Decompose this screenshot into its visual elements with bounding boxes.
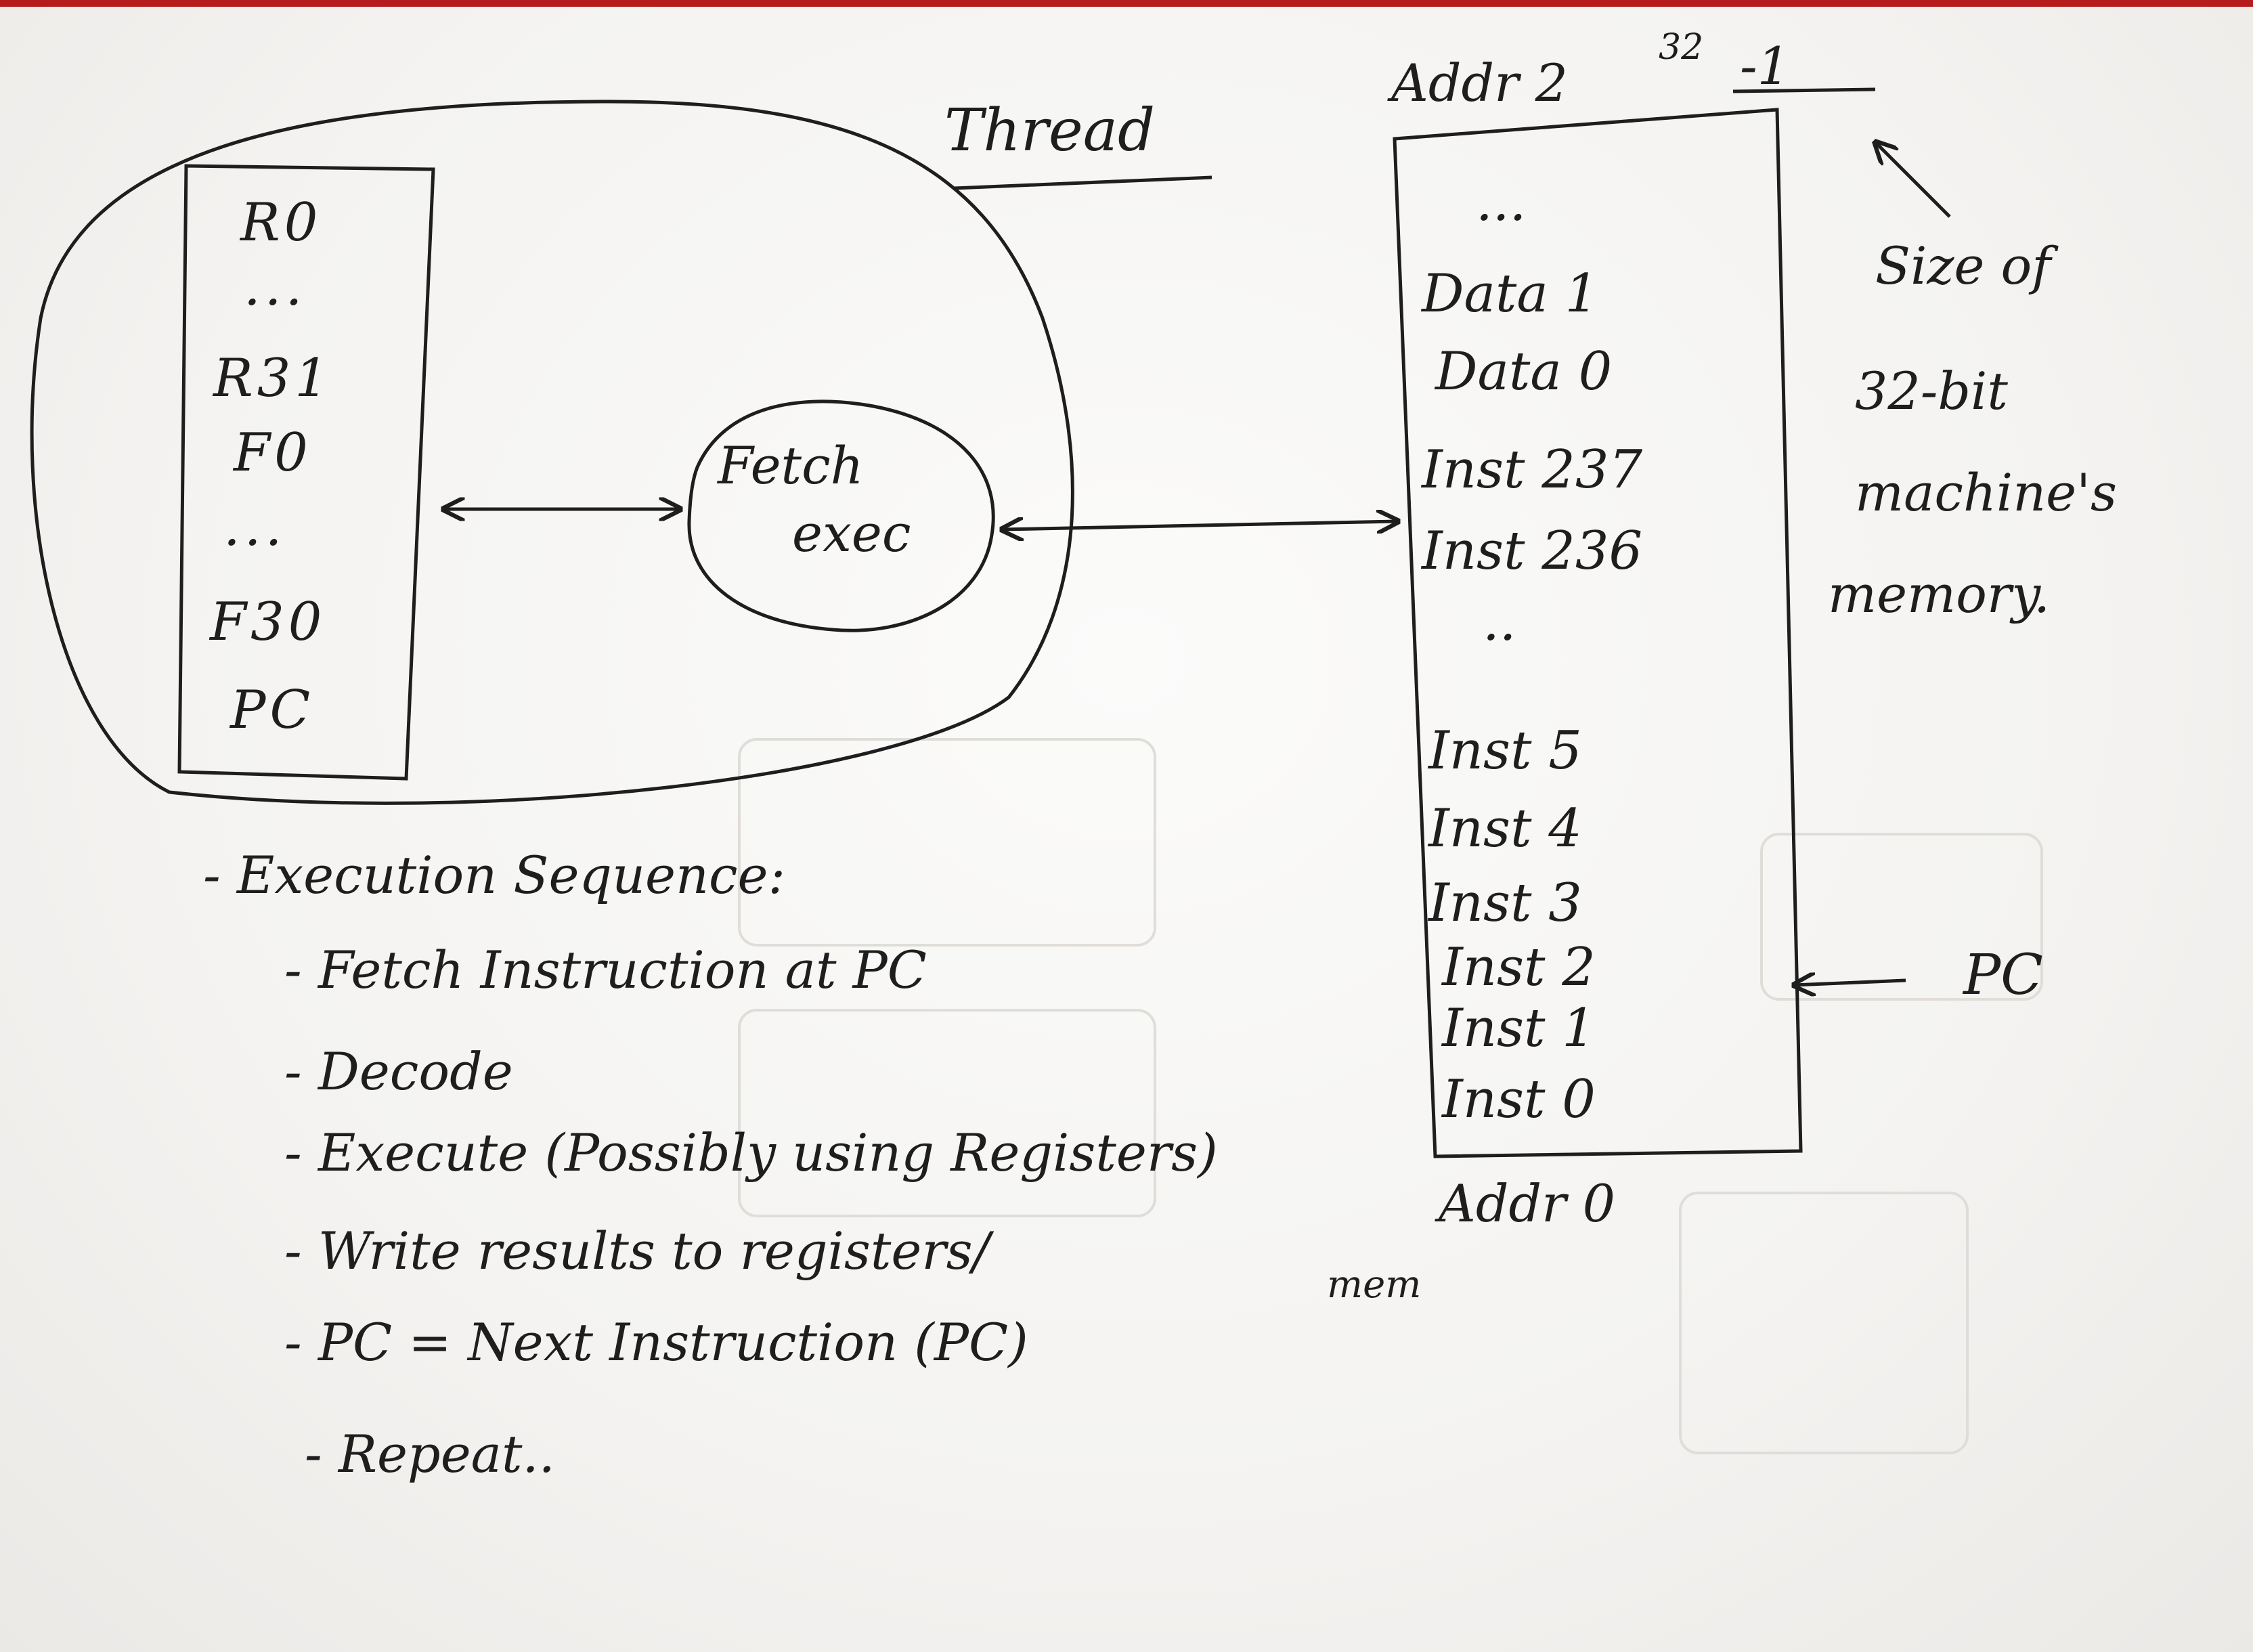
register-item: R0 [240, 192, 322, 253]
execution-step: - Fetch Instruction at PC [284, 940, 927, 1000]
memory-cell: ... [1476, 172, 1527, 233]
memory-cell: Inst 236 [1422, 521, 1643, 582]
top-address-underline [1732, 87, 1876, 93]
bleed-through-box [738, 738, 1156, 947]
page-edge-strip [0, 0, 2253, 7]
execution-step: - Decode [284, 1041, 513, 1102]
register-item: R31 [213, 348, 332, 409]
memory-cell: Inst 3 [1428, 873, 1582, 934]
execution-step: - Execute (Possibly using Registers) [284, 1123, 1218, 1183]
register-file-box [177, 164, 435, 781]
fetch-exec-circle [687, 399, 995, 632]
register-item: F30 [210, 592, 326, 653]
memory-size-note-line: machine's [1855, 462, 2118, 523]
memory-cell: Inst 0 [1442, 1069, 1596, 1130]
thread-outline [30, 100, 1074, 805]
memory-size-note-line: Size of [1875, 236, 2051, 296]
memory-cell: .. [1483, 592, 1516, 653]
memory-cell: Inst 4 [1428, 798, 1582, 859]
execution-step-suffix: mem [1327, 1263, 1422, 1307]
bottom-address: Addr 0 [1439, 1173, 1616, 1234]
top-address: Addr 2 [1391, 53, 1569, 113]
register-item: ... [223, 497, 286, 558]
memory-cell: Inst 2 [1442, 937, 1596, 998]
execution-step: - Write results to registers/ [284, 1221, 990, 1281]
bleed-through-box [1760, 833, 2043, 1001]
top-address-suffix: -1 [1740, 36, 1791, 96]
execution-sequence-heading: - Execution Sequence: [203, 845, 786, 905]
memory-size-note-line: 32-bit [1855, 361, 2008, 421]
memory-size-note-line: memory. [1828, 564, 2051, 624]
memory-cell: Data 1 [1422, 263, 1599, 324]
register-item: PC [230, 680, 315, 741]
exec-label: exec [792, 503, 911, 563]
execution-step: - Repeat.. [305, 1424, 555, 1484]
pc-pointer-label: PC [1963, 943, 2043, 1007]
register-item: ... [244, 257, 307, 318]
memory-box [1393, 108, 1803, 1158]
fetch-label: Fetch [718, 435, 864, 496]
bleed-through-box [738, 1009, 1156, 1217]
thread-underline [954, 175, 1212, 190]
memory-cell: Inst 237 [1422, 439, 1643, 500]
bleed-through-box [1679, 1192, 1969, 1454]
memory-cell: Data 0 [1435, 341, 1613, 402]
size-note-arrow [1875, 142, 1951, 218]
thread-label: Thread [944, 97, 1156, 165]
memory-cell: Inst 1 [1442, 998, 1596, 1059]
top-address-exponent: 32 [1659, 27, 1704, 68]
fetch-memory-arrow [1002, 521, 1398, 529]
memory-cell: Inst 5 [1428, 720, 1582, 781]
pc-pointer-arrow [1794, 980, 1906, 985]
execution-step: - PC = Next Instruction (PC) [284, 1312, 1028, 1372]
register-item: F0 [234, 422, 312, 483]
